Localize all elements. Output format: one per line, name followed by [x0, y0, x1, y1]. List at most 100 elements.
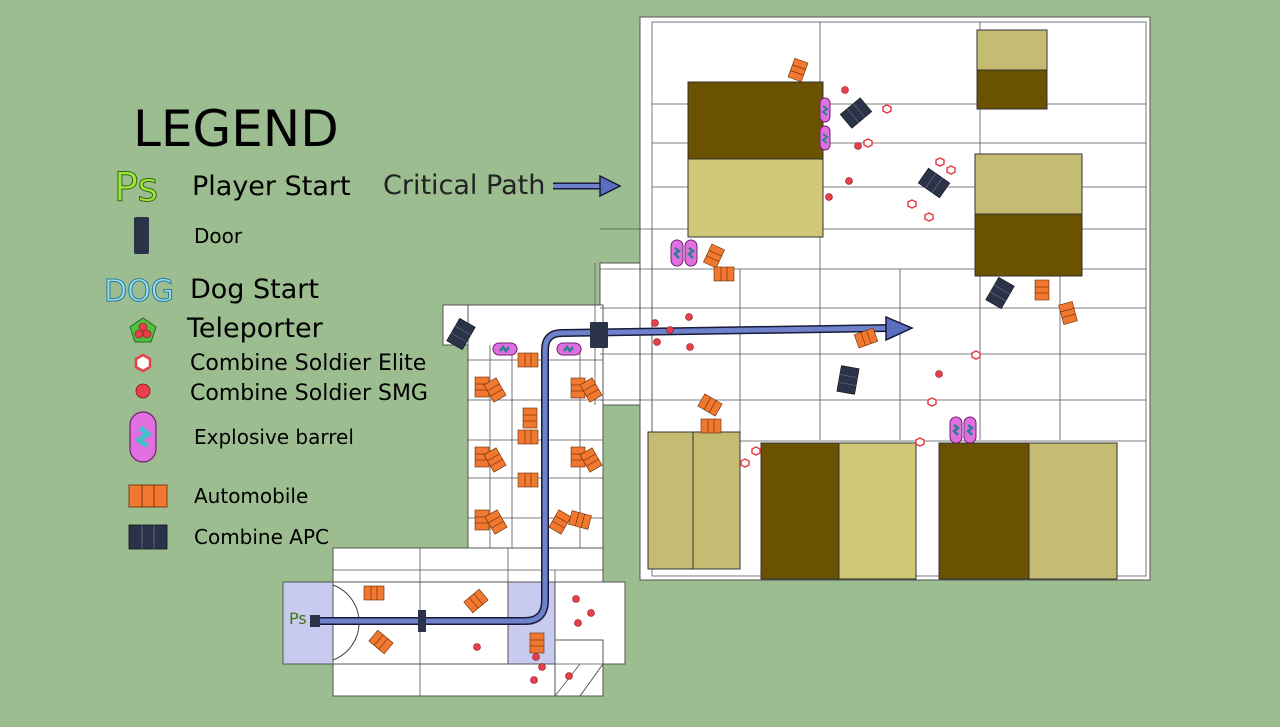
building-ne-bottom [976, 69, 1048, 110]
dog-start-icon: DOG [104, 274, 175, 310]
apc-icon [128, 524, 168, 550]
apc [839, 97, 873, 129]
automobile-icon [128, 484, 168, 508]
soldier-smg [565, 672, 573, 680]
soldier-smg [572, 595, 580, 603]
soldier-elite-icon [134, 353, 152, 373]
automobile [1058, 301, 1078, 325]
soldier-smg [825, 193, 833, 201]
building-sw-right [692, 431, 741, 570]
soldier-smg [473, 643, 481, 651]
automobile [517, 352, 539, 368]
apc [917, 167, 951, 199]
automobile [368, 629, 394, 655]
soldier-elite [882, 104, 892, 114]
door-icon [134, 217, 149, 254]
automobile [703, 243, 725, 269]
building-sw-left [647, 431, 694, 570]
soldier-smg [685, 313, 693, 321]
explosive-barrel [963, 416, 977, 444]
critical-path-label: Critical Path [383, 170, 546, 201]
automobile [579, 447, 603, 473]
building-s1-light [838, 442, 917, 580]
building-e-bottom [974, 213, 1083, 277]
soldier-smg [841, 86, 849, 94]
explosive-barrel [670, 239, 684, 267]
critical-path [316, 315, 914, 625]
apc-label: Combine APC [194, 525, 329, 549]
door [590, 322, 608, 348]
barrel-label: Explosive barrel [194, 425, 354, 449]
automobile [522, 407, 538, 429]
automobile [548, 509, 572, 535]
building-s2-light [1028, 442, 1118, 580]
soldier-smg [935, 370, 943, 378]
explosive-barrel [492, 342, 518, 356]
explosive-barrel [819, 97, 831, 123]
automobile [517, 429, 539, 445]
soldier-elite [915, 437, 925, 447]
automobile [787, 57, 809, 83]
automobile [484, 509, 508, 535]
building-ne-top [976, 29, 1048, 71]
door [418, 610, 426, 632]
soldier-elite [924, 212, 934, 222]
soldier-elite [907, 199, 917, 209]
soldier-smg [854, 142, 862, 150]
automobile [483, 447, 507, 473]
explosive-barrel [819, 125, 831, 151]
legend-icons [128, 174, 622, 550]
doors [310, 322, 608, 632]
soldier-elite [740, 458, 750, 468]
soldier-smg [587, 609, 595, 617]
soldier-smg [653, 338, 661, 346]
soldier-elite [971, 350, 981, 360]
soldier-smg [666, 326, 674, 334]
building-e-top [974, 153, 1083, 215]
explosive-barrel [949, 416, 963, 444]
door [310, 615, 320, 627]
soldier-smg-icon [135, 383, 151, 399]
automobiles [363, 57, 1078, 655]
automobile [517, 472, 539, 488]
door-label: Door [194, 224, 243, 248]
apc [446, 317, 476, 351]
soldier-smg [686, 343, 694, 351]
apc [985, 276, 1015, 310]
soldier-elite [935, 157, 945, 167]
automobile [713, 266, 735, 282]
automobile [363, 585, 385, 601]
automobile [579, 377, 603, 403]
explosive-barrel [684, 239, 698, 267]
map-player-start: Ps [289, 609, 307, 628]
automobile [483, 377, 507, 403]
critical-path-icon [553, 174, 622, 198]
soldier-smg [651, 319, 659, 327]
soldier-smg [574, 619, 582, 627]
soldier-smg [845, 177, 853, 185]
barrels [492, 97, 977, 444]
soldier-elite [927, 397, 937, 407]
building-nw-top [687, 81, 824, 160]
automobile [463, 588, 489, 614]
soldiers-elite [740, 104, 981, 468]
player-start-icon: Ps [113, 165, 159, 212]
soldier-smg-label: Combine Soldier SMG [190, 381, 428, 406]
soldier-elite-label: Combine Soldier Elite [190, 351, 427, 376]
apcs [446, 97, 1015, 395]
explosive-barrel [556, 342, 582, 356]
player-start-label: Player Start [192, 171, 351, 202]
automobile [697, 393, 723, 417]
building-s2-dark [938, 442, 1030, 580]
automobile [700, 418, 722, 434]
buildings [647, 29, 1118, 580]
automobile [853, 327, 879, 349]
automobile [1034, 279, 1050, 301]
building-nw-bottom [687, 158, 824, 238]
soldier-elite [751, 446, 761, 456]
apc [836, 365, 860, 395]
building-s1-dark [760, 442, 840, 580]
teleporter-label: Teleporter [187, 313, 323, 344]
automobile [568, 510, 592, 530]
